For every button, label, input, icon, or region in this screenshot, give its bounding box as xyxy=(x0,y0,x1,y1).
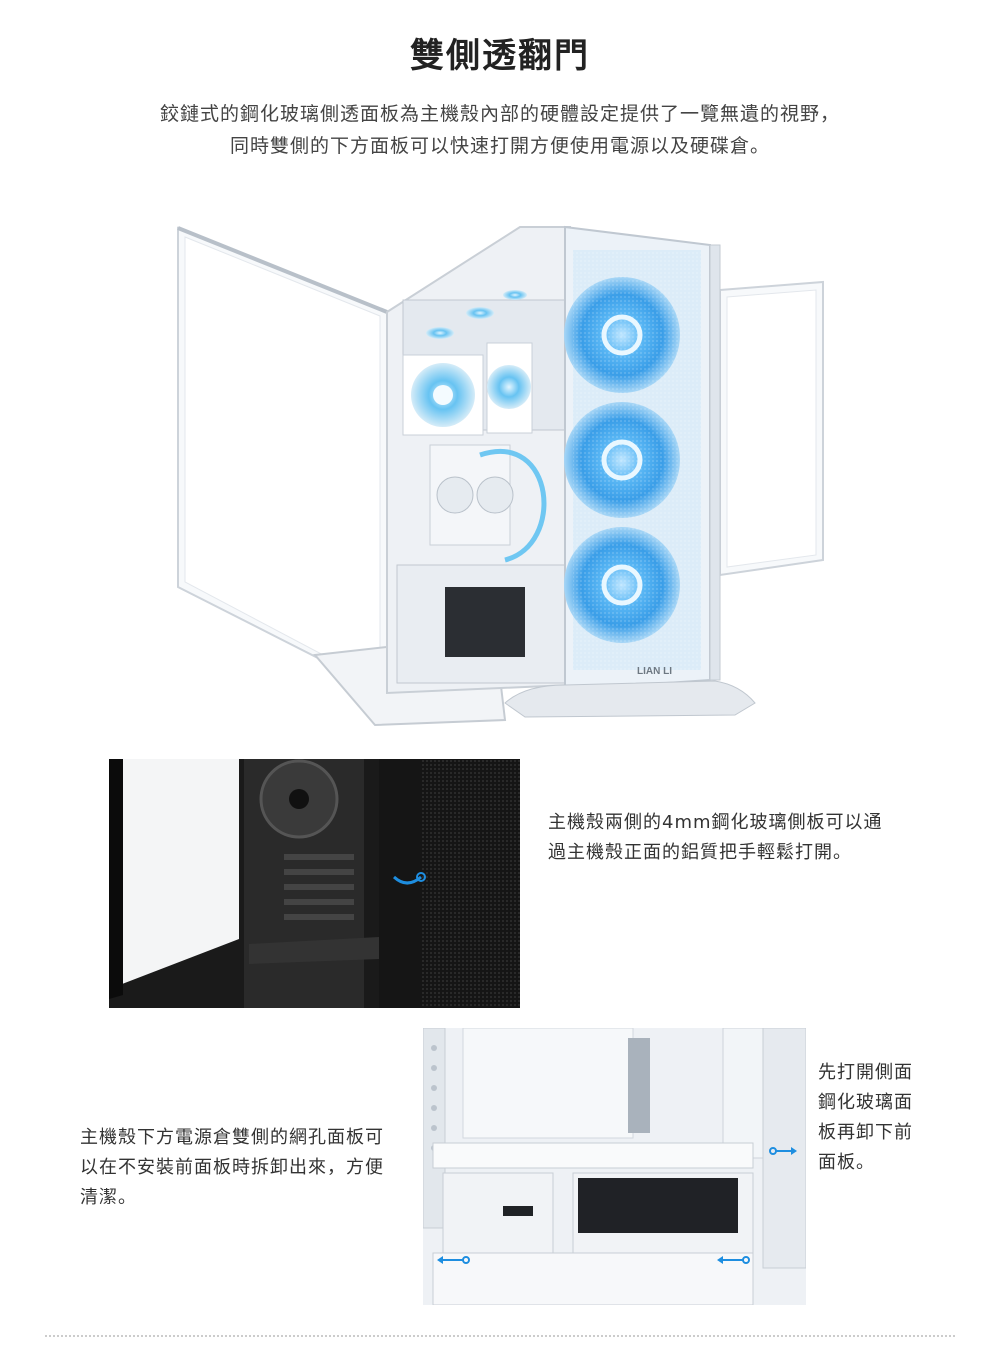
intro-text: 鉸鏈式的鋼化玻璃側透面板為主機殼內部的硬體設定提供了一覽無遺的視野， 同時雙側的… xyxy=(80,98,920,162)
front-panel-caption-line-4: 面板。 xyxy=(818,1152,875,1173)
open-arrow-icon xyxy=(392,875,422,885)
glass-door-caption: 主機殼兩側的4mm鋼化玻璃側板可以通 過主機殼正面的鋁質把手輕鬆打開。 xyxy=(548,808,908,868)
front-panel-caption-line-2: 鋼化玻璃面 xyxy=(818,1092,913,1113)
psu-chamber-detail-image xyxy=(423,1028,806,1305)
psu-panel-caption: 主機殼下方電源倉雙側的網孔面板可 以在不安裝前面板時拆卸出來，方便 清潔。 xyxy=(80,1123,400,1213)
left-glass-door xyxy=(177,226,388,695)
hero-case-image: LIAN LI xyxy=(177,225,824,727)
front-panel-caption-line-1: 先打開側面 xyxy=(818,1062,913,1083)
brand-logo: LIAN LI xyxy=(637,666,672,677)
intro-line-2: 同時雙側的下方面板可以快速打開方便使用電源以及硬碟倉。 xyxy=(229,135,770,157)
page-title: 雙側透翻門 xyxy=(410,36,590,76)
front-mesh-panel: LIAN LI xyxy=(564,225,721,692)
open-glass-panel xyxy=(109,759,239,989)
right-glass-door xyxy=(719,280,824,577)
psu-panel-caption-line-1: 主機殼下方電源倉雙側的網孔面板可 xyxy=(80,1127,384,1148)
glass-door-caption-line-2: 過主機殼正面的鋁質把手輕鬆打開。 xyxy=(548,842,852,863)
arrow-icon xyxy=(437,1147,797,1264)
psu-panel-caption-line-2: 以在不安裝前面板時拆卸出來，方便 xyxy=(80,1157,384,1178)
glass-door-caption-line-1: 主機殼兩側的4mm鋼化玻璃側板可以通 xyxy=(548,812,883,833)
bottom-divider xyxy=(45,1335,955,1337)
front-panel-caption: 先打開側面 鋼化玻璃面 板再卸下前 面板。 xyxy=(818,1058,928,1178)
bottom-mesh-panel xyxy=(432,1252,754,1305)
glass-door-detail-image xyxy=(109,759,520,1008)
intro-line-1: 鉸鏈式的鋼化玻璃側透面板為主機殼內部的硬體設定提供了一覽無遺的視野， xyxy=(159,103,840,125)
front-panel-caption-line-3: 板再卸下前 xyxy=(818,1122,913,1143)
psu-panel-caption-line-3: 清潔。 xyxy=(80,1187,137,1208)
case-body xyxy=(386,226,571,695)
